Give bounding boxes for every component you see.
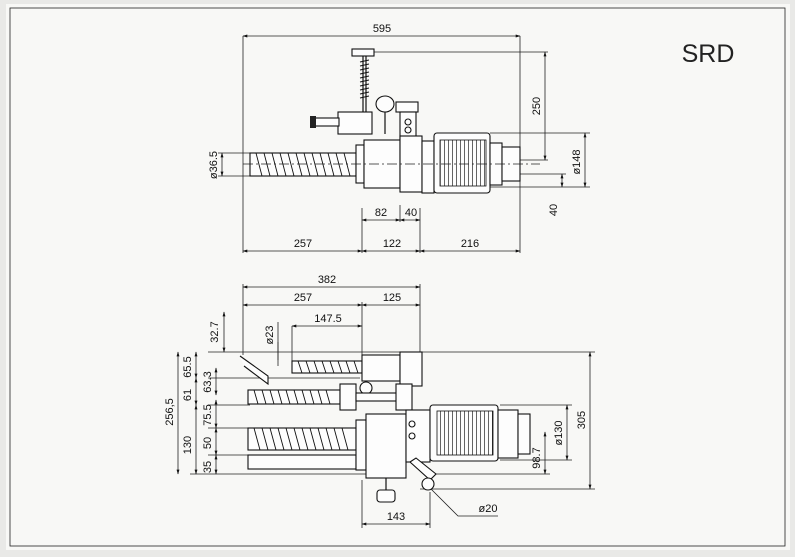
drawing-frame [9,7,786,547]
dim-50: 50 [202,437,214,449]
dim-305: 305 [576,411,588,429]
dim-75-5: 75.5 [202,404,214,425]
dim-82: 82 [375,207,387,219]
bottom-motor [429,404,531,462]
dim-40: 40 [405,207,417,219]
dim-382: 382 [318,274,336,286]
model-title: SRD [682,40,735,68]
dim-dia20: ø20 [479,503,498,515]
dim-256-5: 256,5 [164,398,176,426]
dim-40-vertical: 40 [548,204,560,216]
top-view: 595 250 ø148 40 ø36.5 82 40 257 122 216 [208,23,590,253]
dim-98-7: 98.7 [531,447,543,468]
dim-143: 143 [387,511,405,523]
dim-dia130: ø130 [553,420,565,445]
dim-257-bottom: 257 [294,292,312,304]
bottom-drill-lower [247,409,437,503]
dim-35: 35 [202,461,214,473]
dim-595: 595 [373,23,391,35]
dim-122: 122 [383,238,401,250]
top-motor [243,132,540,194]
dim-32-7: 32.7 [209,321,221,342]
bottom-drill-middle [247,381,413,411]
dim-147-5: 147.5 [314,313,342,325]
dim-257-top: 257 [294,238,312,250]
dim-250: 250 [531,97,543,115]
dim-130: 130 [182,436,194,454]
dim-216: 216 [461,238,479,250]
dim-dia148: ø148 [571,149,583,174]
dim-dia23: ø23 [264,326,276,345]
dim-65-5: 65.5 [182,356,194,377]
bottom-drill-upper [239,351,423,387]
dim-125: 125 [383,292,401,304]
dim-63-3: 63.3 [202,371,214,392]
dim-dia36-5: ø36.5 [208,151,220,179]
dim-61: 61 [182,389,194,401]
bottom-view: 382 257 125 147.5 32.7 65.5 63.3 61 75.5… [164,274,595,528]
